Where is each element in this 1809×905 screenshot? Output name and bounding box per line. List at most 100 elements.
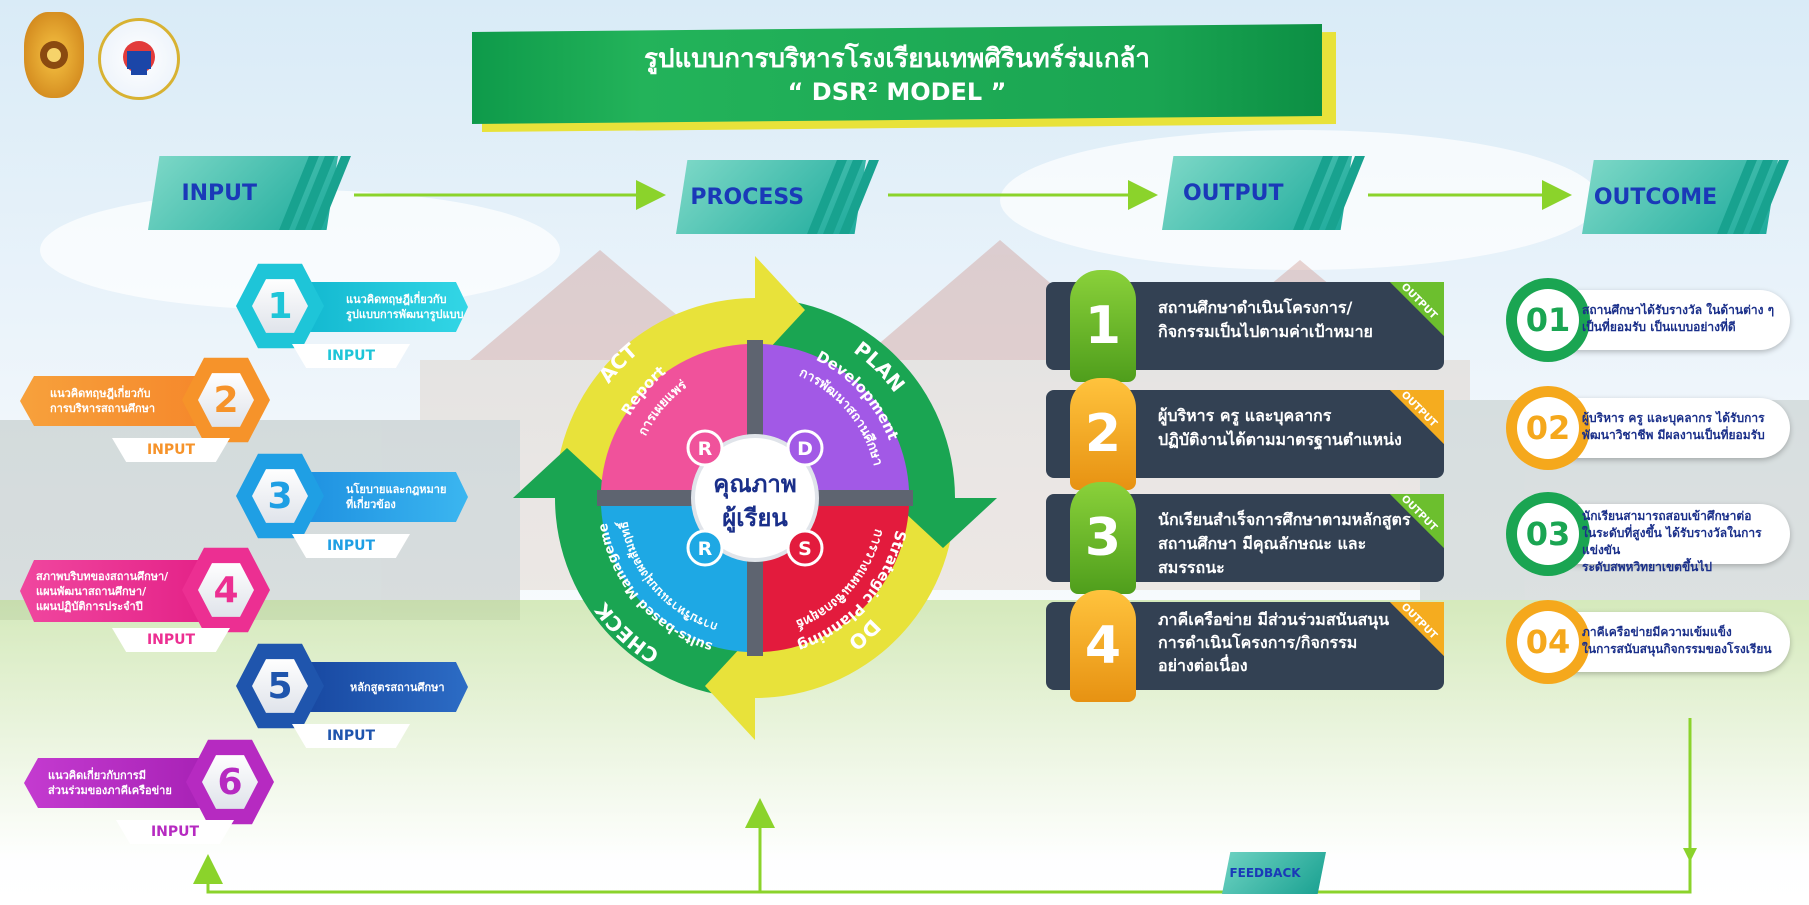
input-item-1-number: 1 [252, 279, 308, 333]
cycle-arrowhead-top [755, 256, 805, 364]
input-item-4-hex: 4 [182, 547, 270, 633]
input-item-2-text: แนวคิดทฤษฎีเกี่ยวกับ การบริหารสถานศึกษา [50, 387, 156, 415]
stage-process-label: PROCESS [690, 184, 805, 210]
input-item-6-tag: INPUT [116, 820, 234, 844]
output-item-3-text: นักเรียนสำเร็จการศึกษาตามหลักสูตร สถานศึ… [1158, 510, 1411, 577]
outcome-item-2: 02 ผู้บริหาร ครู และบุคลากร ได้รับการ พั… [1506, 386, 1792, 470]
title-line-2: “ DSR² MODEL ” [787, 78, 1007, 106]
outcome-item-3: 03 นักเรียนสามารถสอบเข้าศึกษาต่อ ในระดับ… [1506, 492, 1792, 576]
outcome-item-1-circle: 01 [1506, 278, 1590, 362]
input-item-1-text: แนวคิดทฤษฎีเกี่ยวกับ รูปแบบการพัฒนารูปแบ… [346, 293, 464, 321]
output-item-2-number: 2 [1070, 378, 1136, 490]
input-item-1-hex: 1 [236, 263, 324, 349]
output-item-4: 4 ภาคีเครือข่าย มีส่วนร่วมสนันสนุน การดำ… [1046, 590, 1444, 702]
input-item-3-hex: 3 [236, 453, 324, 539]
pdca-cycle-diagram: PLAN DO CHECK ACT Development การพัฒนาสถ… [505, 248, 997, 740]
input-item-3-text: นโยบายและกฎหมาย ที่เกี่ยวข้อง [346, 483, 447, 511]
feedback-loop-line [193, 718, 1692, 894]
cycle-arrowhead-right [889, 498, 997, 548]
feedback-arrowhead-down [1683, 848, 1697, 862]
ring-check-segment [555, 498, 755, 698]
letter-d: D [797, 438, 813, 460]
letter-s: S [798, 538, 812, 560]
stage-input-header: INPUT [148, 156, 351, 230]
ring-do-segment [755, 498, 955, 698]
school-crest-icon [123, 41, 155, 75]
letter-badge-r-bottom [686, 529, 724, 567]
letter-badge-s [786, 529, 824, 567]
center-circle [691, 434, 819, 562]
outcome-item-4-number: 04 [1517, 611, 1579, 673]
cycle-arrowhead-bottom [705, 632, 755, 740]
stage-output-header: OUTPUT [1162, 156, 1365, 230]
outcome-item-4-circle: 04 [1506, 600, 1590, 684]
ring-plan-segment [755, 298, 955, 498]
input-item-2-bar: แนวคิดทฤษฎีเกี่ยวกับ การบริหารสถานศึกษา [20, 376, 220, 426]
cycle-arrowhead-left [513, 448, 621, 498]
input-item-3-tag: INPUT [292, 534, 410, 558]
output-item-3: 3 นักเรียนสำเร็จการศึกษาตามหลักสูตร สถาน… [1046, 482, 1444, 594]
input-item-4: สภาพบริบทของสถานศึกษา/ แผนพัฒนาสถานศึกษา… [20, 546, 270, 656]
emblem-icon [40, 41, 68, 69]
input-item-4-tag: INPUT [112, 628, 230, 652]
input-item-6-hex: 6 [186, 739, 274, 825]
input-item-1-bar: แนวคิดทฤษฎีเกี่ยวกับ รูปแบบการพัฒนารูปแบ… [296, 282, 468, 332]
output-item-4-number: 4 [1070, 590, 1136, 702]
stage-outcome-label: OUTCOME [1593, 184, 1718, 210]
input-item-5-number: 5 [252, 659, 308, 713]
title-banner: รูปแบบการบริหารโรงเรียนเทพศิรินทร์ร่มเกล… [472, 24, 1336, 132]
outcome-item-4: 04 ภาคีเครือข่ายมีความเข้มแข็ง ในการสนับ… [1506, 600, 1792, 684]
input-item-1-tag: INPUT [292, 344, 410, 368]
input-item-4-text: สภาพบริบทของสถานศึกษา/ แผนพัฒนาสถานศึกษา… [36, 569, 169, 613]
outcome-item-4-text: ภาคีเครือข่ายมีความเข้มแข็ง ในการสนับสนุ… [1582, 625, 1772, 656]
input-item-5-text: หลักสูตรสถานศึกษา [350, 680, 445, 694]
title-line-1: รูปแบบการบริหารโรงเรียนเทพศิรินทร์ร่มเกล… [644, 44, 1150, 74]
output-item-3-number: 3 [1070, 482, 1136, 594]
input-item-2-tag: INPUT [112, 438, 230, 462]
feedback-label: FEEDBACK [1229, 866, 1301, 880]
outcome-item-3-text: นักเรียนสามารถสอบเข้าศึกษาต่อ ในระดับที่… [1582, 509, 1762, 574]
input-item-4-number: 4 [198, 563, 254, 617]
letter-badge-r-top [686, 429, 724, 467]
school-emblem-logo [24, 12, 84, 98]
center-text-line-2: ผู้เรียน [722, 504, 788, 533]
input-item-5-tag: INPUT [292, 724, 410, 748]
input-item-3: นโยบายและกฎหมาย ที่เกี่ยวข้อง 3 INPUT [236, 452, 476, 562]
outcome-item-1-number: 01 [1517, 289, 1579, 351]
input-item-6: แนวคิดเกี่ยวกับการมี ส่วนร่วมของภาคีเครื… [24, 738, 274, 848]
outcome-item-2-circle: 02 [1506, 386, 1590, 470]
output-item-2: 2 ผู้บริหาร ครู และบุคลากร ปฏิบัติงานได้… [1046, 378, 1444, 490]
input-item-5-hex: 5 [236, 643, 324, 729]
output-item-1-text: สถานศึกษาดำเนินโครงการ/ กิจกรรมเป็นไปตาม… [1158, 298, 1373, 341]
stage-process-header: PROCESS [676, 160, 879, 234]
output-item-4-text: ภาคีเครือข่าย มีส่วนร่วมสนันสนุน การดำเน… [1158, 610, 1390, 675]
input-item-2-hex: 2 [182, 357, 270, 443]
input-item-6-text: แนวคิดเกี่ยวกับการมี ส่วนร่วมของภาคีเครื… [48, 769, 172, 797]
input-item-6-number: 6 [202, 755, 258, 809]
output-item-1-number: 1 [1070, 270, 1136, 382]
outcome-item-3-circle: 03 [1506, 492, 1590, 576]
input-item-2: แนวคิดทฤษฎีเกี่ยวกับ การบริหารสถานศึกษา … [20, 356, 270, 466]
output-item-1: 1 สถานศึกษาดำเนินโครงการ/ กิจกรรมเป็นไปต… [1046, 270, 1444, 382]
output-item-2-text: ผู้บริหาร ครู และบุคลากร ปฏิบัติงานได้ตา… [1158, 406, 1402, 449]
input-item-5-bar: หลักสูตรสถานศึกษา [296, 662, 468, 712]
outcome-item-1: 01 สถานศึกษาได้รับรางวัล ในด้านต่าง ๆ เป… [1506, 278, 1792, 362]
school-logo [98, 18, 180, 100]
input-item-5: หลักสูตรสถานศึกษา 5 INPUT [236, 642, 476, 752]
stage-outcome-header: OUTCOME [1582, 160, 1789, 234]
outcome-item-2-number: 02 [1517, 397, 1579, 459]
letter-r-bottom: R [698, 538, 713, 560]
outcome-item-2-text: ผู้บริหาร ครู และบุคลากร ได้รับการ พัฒนา… [1582, 411, 1765, 442]
outcome-item-3-number: 03 [1517, 503, 1579, 565]
letter-badge-d [786, 429, 824, 467]
letter-r-top: R [698, 438, 713, 460]
center-text-line-1: คุณภาพ [713, 470, 796, 500]
input-item-3-number: 3 [252, 469, 308, 523]
stage-output-label: OUTPUT [1182, 180, 1284, 206]
ring-act-segment [555, 298, 755, 498]
feedback-label-box: FEEDBACK [1222, 852, 1326, 894]
stage-input-label: INPUT [181, 180, 258, 206]
input-item-1: แนวคิดทฤษฎีเกี่ยวกับ รูปแบบการพัฒนารูปแบ… [236, 262, 476, 372]
outcome-item-1-text: สถานศึกษาได้รับรางวัล ในด้านต่าง ๆ เป็นท… [1582, 303, 1775, 334]
